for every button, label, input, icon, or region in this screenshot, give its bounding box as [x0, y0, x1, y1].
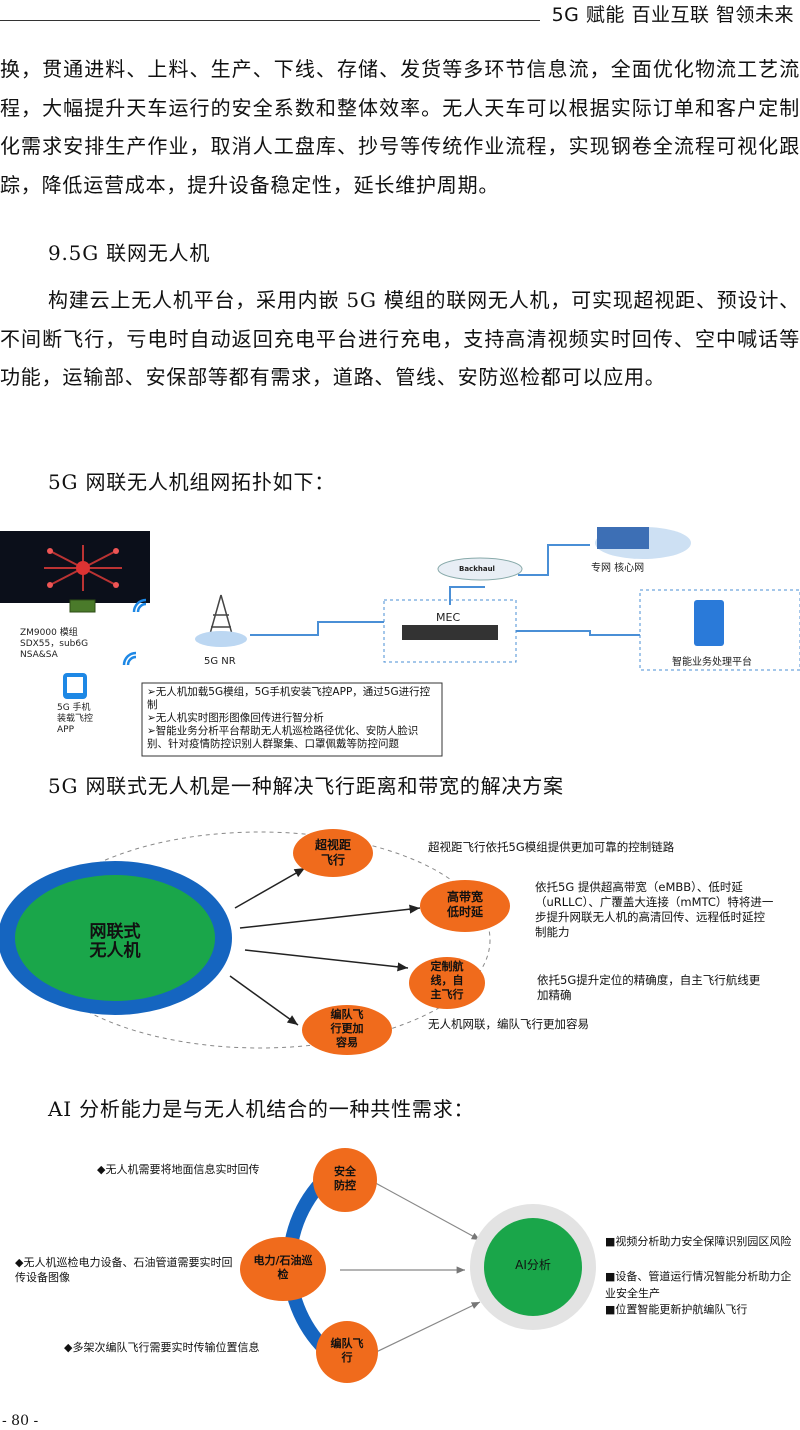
node-formation-label: 编队飞 行更加 容易	[330, 1008, 364, 1049]
platform-label: 智能业务处理平台	[672, 657, 752, 668]
node-bvlos	[293, 829, 373, 877]
node-inspection-desc: ◆无人机巡检电力设备、石油管道需要实时回传设备图像	[15, 1256, 233, 1284]
backhaul-label: Backhaul	[459, 565, 495, 573]
node-formation-ai-label: 编队飞 行	[330, 1337, 364, 1364]
notes-box	[141, 682, 443, 757]
topology-note-1: ➢无人机加载5G模组，5G手机安装飞控APP，通过5G进行控制	[147, 686, 431, 711]
center-label: 网联式 无人机	[89, 922, 141, 961]
solution-caption: 5G 网联式无人机是一种解决飞行距离和带宽的解决方案	[48, 774, 564, 798]
node-route-desc: 依托5G提升定位的精确度，自主飞行航线更加精确	[537, 973, 761, 1002]
node-security-label: 安全 防控	[334, 1165, 356, 1192]
section-title: 9.5G 联网无人机	[48, 241, 211, 265]
solution-graphics	[0, 829, 510, 1055]
nr-label: 5G NR	[204, 656, 236, 667]
node-route	[409, 957, 485, 1009]
orbit-ring	[29, 831, 491, 1049]
ai-caption: AI 分析能力是与无人机结合的一种共性需求：	[48, 1097, 475, 1121]
platform-server-icon	[694, 600, 724, 646]
node-inspection	[240, 1237, 326, 1301]
platform-box	[639, 589, 800, 671]
node-formation	[302, 1005, 392, 1055]
header-title: 5G 赋能 百业互联 智领未来	[551, 4, 794, 26]
node-security-desc: ◆无人机需要将地面信息实时回传	[97, 1163, 260, 1176]
topology-note-3: ➢智能业务分析平台帮助无人机巡检路径优化、安防人脸识别、针对疫情防控识别人群聚集…	[147, 725, 419, 750]
topology-diagram: ZM9000 模组 SDX55，sub6G NSA&SA 5G 手机 装载飞控 …	[0, 515, 800, 760]
mec-server-icon	[402, 625, 498, 640]
node-route-label: 定制航 线，自 主飞行	[430, 960, 464, 1001]
node-bandwidth-label: 高带宽 低时延	[446, 890, 483, 919]
paragraph-2: 构建云上无人机平台，采用内嵌 5G 模组的联网无人机，可实现超视距、预设计、不间…	[0, 288, 800, 390]
node-formation-ai-desc: ◆多架次编队飞行需要实时传输位置信息	[64, 1341, 260, 1354]
node-bvlos-desc: 超视距飞行依托5G模组提供更加可靠的控制链路	[428, 840, 675, 854]
page-header: 5G 赋能 百业互联 智领未来	[0, 0, 800, 26]
module-chip-icon	[69, 599, 96, 613]
node-bandwidth-desc: 依托5G 提供超高带宽（eMBB）、低时延（uRLLC）、广覆盖大连接（mMTC…	[535, 880, 774, 939]
backhaul-cloud	[437, 557, 523, 581]
node-formation-desc: 无人机网联，编队飞行更加容易	[428, 1017, 589, 1031]
topology-graphics	[0, 527, 800, 757]
phone-label: 5G 手机 装载飞控 APP	[57, 703, 94, 735]
ai-diagram: 安全 防控 电力/石油巡 检 编队飞 行 AI分析 ◆无人机需要将地面信息实时回…	[0, 1140, 800, 1390]
wireless-icon	[122, 598, 147, 666]
module-label: ZM9000 模组 SDX55，sub6G NSA&SA	[20, 628, 89, 660]
node-inspection-label: 电力/石油巡 检	[253, 1254, 313, 1281]
node-bvlos-label: 超视距 飞行	[314, 838, 351, 867]
paragraph-1: 换，贯通进料、上料、生产、下线、存储、发货等多环节信息流，全面优化物流工艺流程，…	[0, 57, 800, 198]
header-rule	[0, 20, 540, 21]
network-links	[250, 544, 640, 636]
ai-center-label: AI分析	[515, 1258, 551, 1272]
page-number: - 80 -	[2, 1413, 39, 1429]
topology-caption: 5G 网联无人机组网拓扑如下：	[48, 470, 336, 494]
core-label: 专网 核心网	[591, 563, 645, 574]
ai-arrows	[340, 1179, 481, 1356]
solution-diagram: 网联式 无人机 超视距 飞行 高带宽 低时延 定制航 线，自 主飞行 编队飞 行…	[0, 820, 800, 1055]
mec-label: MEC	[436, 611, 461, 624]
center-circle	[15, 875, 215, 1001]
ai-outcome-1: ■视频分析助力安全保障识别园区风险	[605, 1235, 792, 1248]
ai-outcome-3: ■位置智能更新护航编队飞行	[605, 1303, 748, 1316]
ai-center	[484, 1218, 582, 1316]
cloud-base	[195, 631, 247, 647]
node-formation-ai	[316, 1321, 378, 1383]
node-bandwidth	[420, 880, 510, 932]
solution-arrows	[229, 867, 421, 1026]
ai-graphics	[240, 1148, 596, 1383]
node-security	[313, 1148, 377, 1212]
core-server-icon	[597, 527, 649, 549]
mec-box	[383, 599, 517, 663]
topology-note-2: ➢无人机实时图形图像回传进行智分析	[147, 712, 324, 724]
ai-outcome-2: ■设备、管道运行情况智能分析助力企业安全生产	[605, 1270, 792, 1300]
